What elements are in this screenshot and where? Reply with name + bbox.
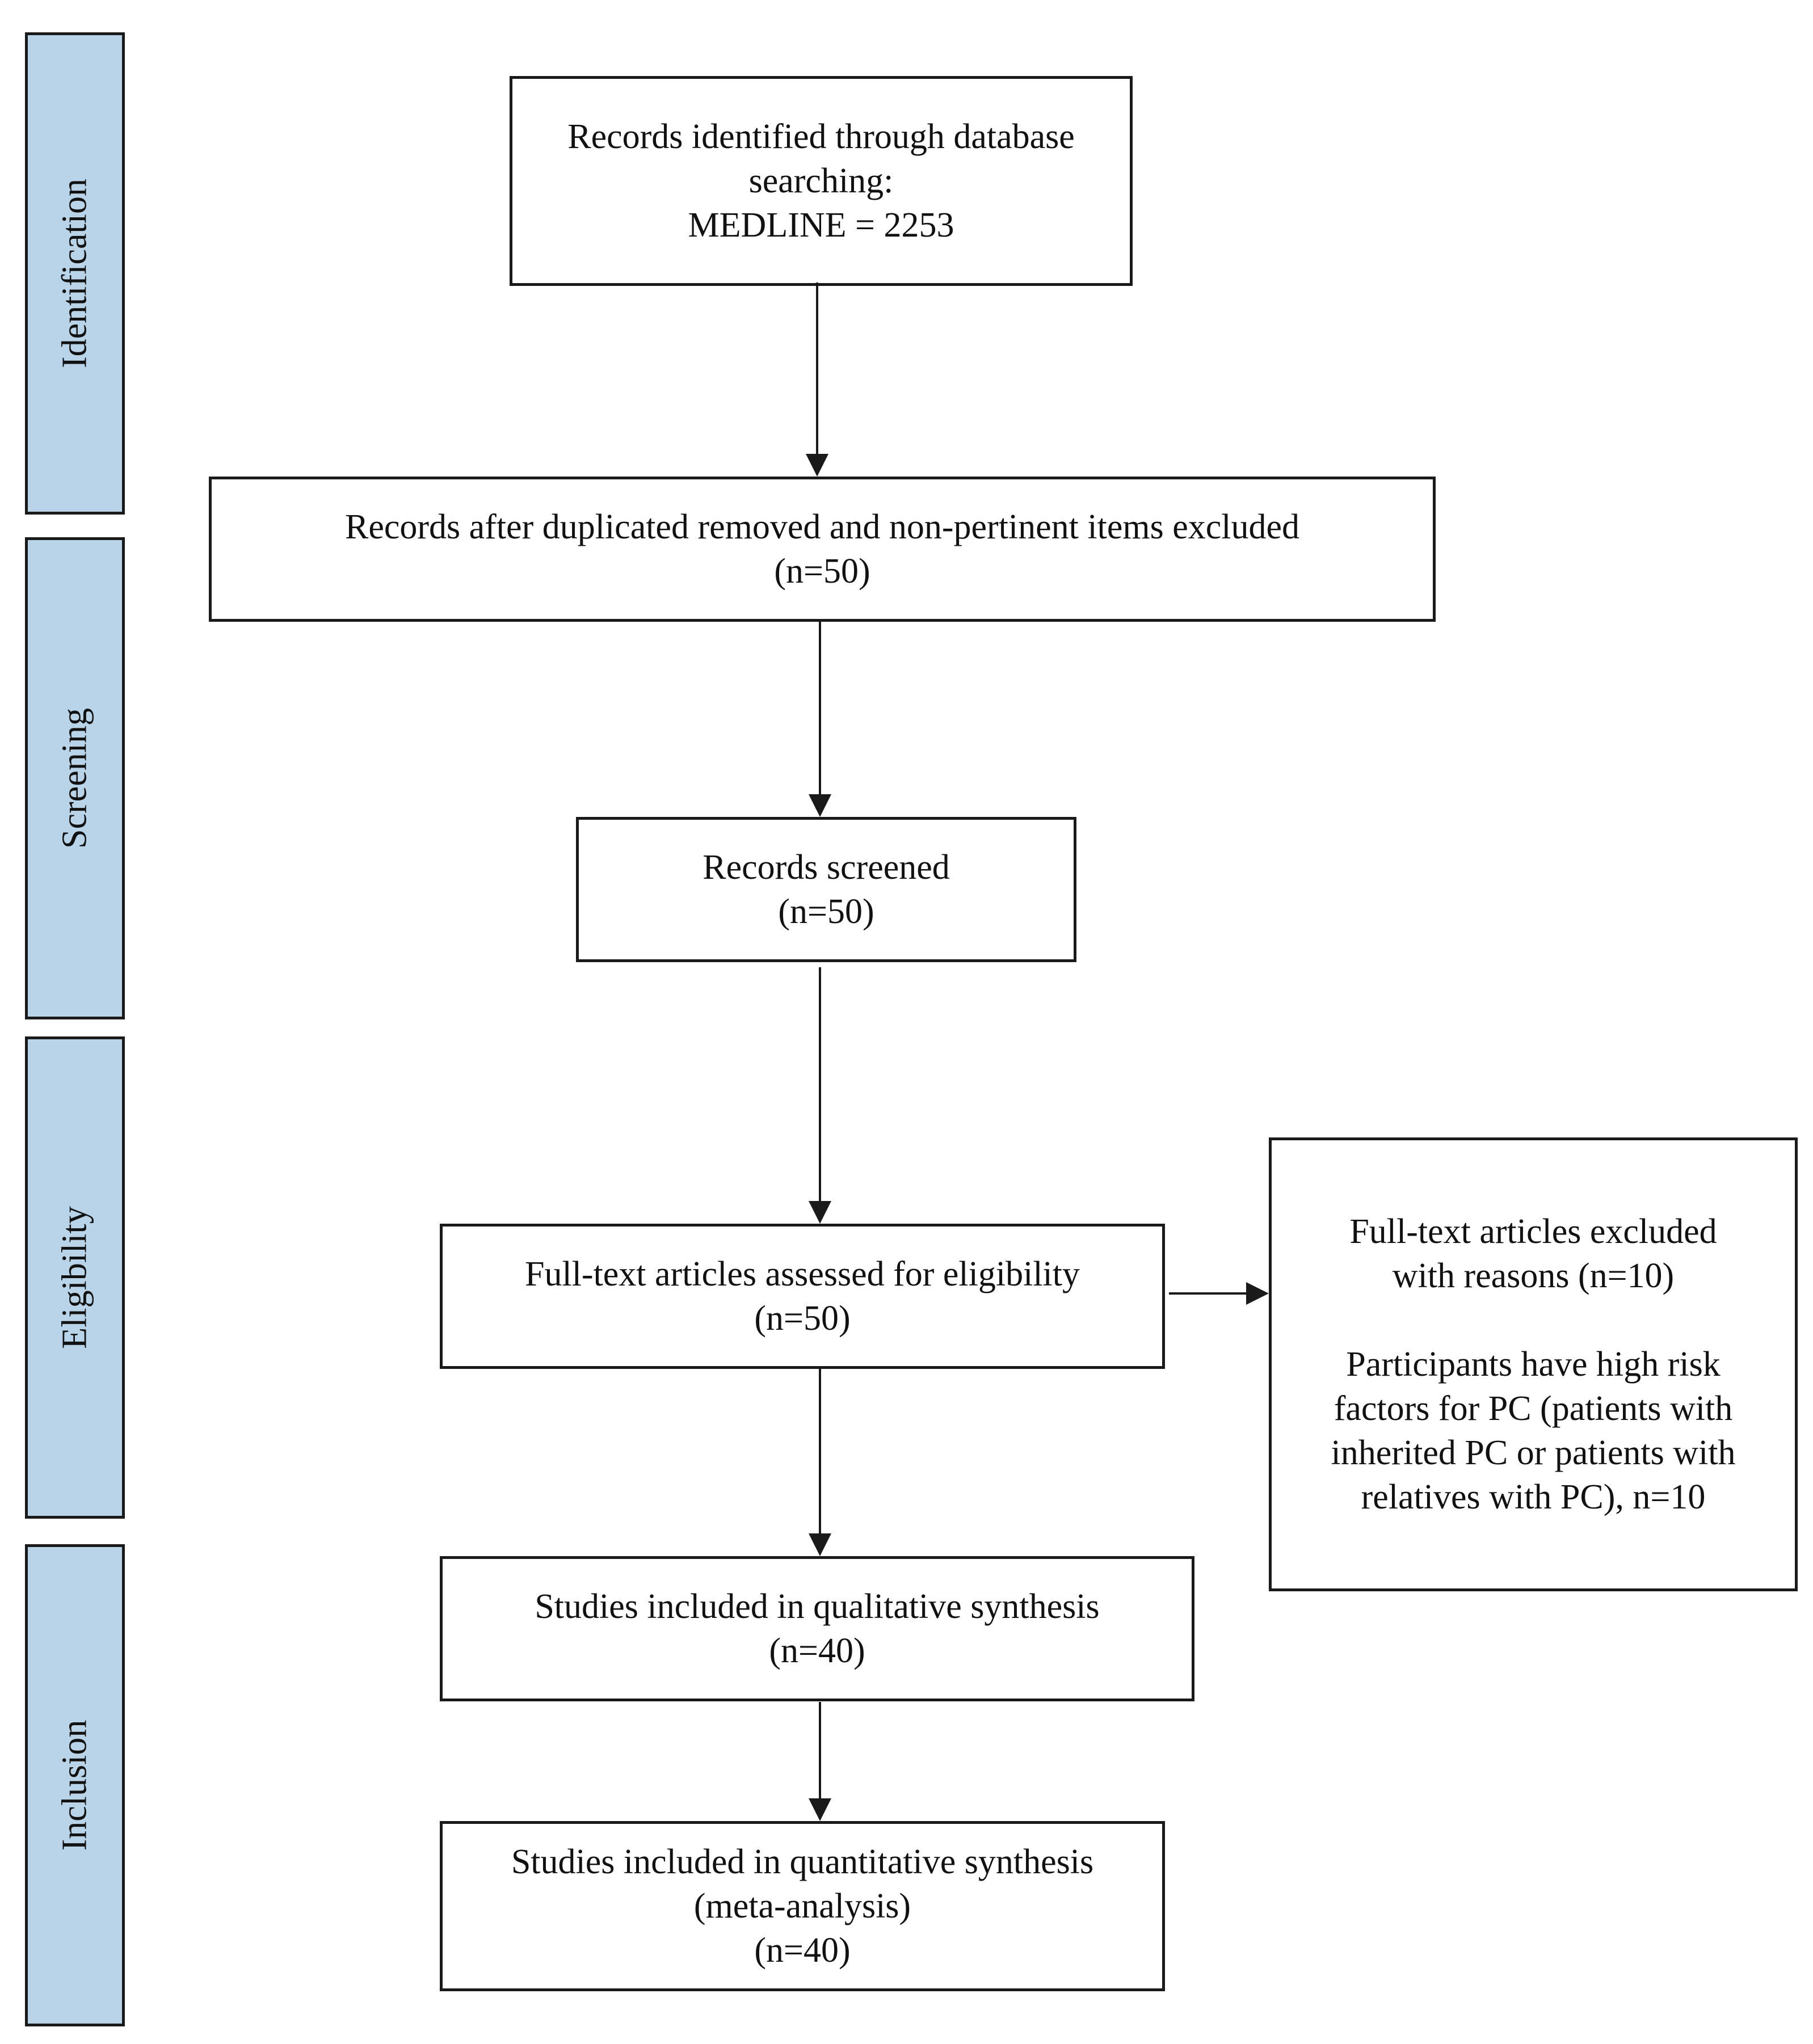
phase-identification: Identification [25,32,125,515]
arrowhead-qualitative-to-quantitative [809,1798,831,1821]
full-text-excluded-box: Full-text articles excluded with reasons… [1269,1137,1798,1591]
quantitative-synthesis-line-2: (meta-analysis) [693,1887,911,1925]
full-text-excluded-line-2: with reasons (n=10) [1392,1257,1675,1295]
phase-label-eligibility: Eligibility [55,1206,94,1349]
phase-screening: Screening [25,537,125,1019]
full-text-assessed-box: Full-text articles assessed for eligibil… [440,1224,1165,1369]
quantitative-synthesis-line-3: (n=40) [754,1931,851,1970]
quantitative-synthesis-box: Studies included in quantitative synthes… [440,1821,1165,1991]
arrowhead-full-text-to-excluded [1246,1282,1269,1305]
exclusion-reason-line-3: inherited PC or patients with [1331,1434,1736,1472]
phase-eligibility: Eligibility [25,1036,125,1519]
records-identified-line-3: MEDLINE = 2253 [688,206,954,245]
records-screened-line-1: Records screened [703,848,950,887]
phase-label-screening: Screening [55,708,94,849]
exclusion-reason-line-1: Participants have high risk [1346,1345,1721,1384]
arrowhead-screened-to-full-text [809,1201,831,1224]
exclusion-reason-line-4: relatives with PC), n=10 [1361,1478,1706,1516]
records-after-duplicates-line-1: Records after duplicated removed and non… [345,508,1299,546]
full-text-assessed-line-1: Full-text articles assessed for eligibil… [524,1255,1080,1293]
phase-inclusion: Inclusion [25,1544,125,2026]
records-identified-box: Records identified through database sear… [510,76,1133,286]
phase-label-inclusion: Inclusion [55,1720,94,1851]
qualitative-synthesis-box: Studies included in qualitative synthesi… [440,1556,1194,1701]
quantitative-synthesis-line-1: Studies included in quantitative synthes… [511,1843,1094,1881]
records-identified-line-1: Records identified through database [567,117,1075,156]
phase-label-identification: Identification [55,179,94,368]
arrowhead-full-text-to-qualitative [809,1533,831,1556]
full-text-excluded-line-1: Full-text articles excluded [1349,1212,1717,1251]
full-text-assessed-line-2: (n=50) [754,1299,851,1338]
arrowhead-deduplicated-to-screened [809,794,831,817]
exclusion-reason-line-2: factors for PC (patients with [1334,1389,1733,1428]
qualitative-synthesis-line-2: (n=40) [769,1632,865,1670]
qualitative-synthesis-line-1: Studies included in qualitative synthesi… [535,1587,1100,1626]
records-screened-line-2: (n=50) [778,892,874,931]
arrowhead-identified-to-deduplicated [806,454,828,477]
records-after-duplicates-box: Records after duplicated removed and non… [209,477,1436,622]
records-identified-line-2: searching: [748,162,894,200]
records-screened-box: Records screened (n=50) [576,817,1076,962]
records-after-duplicates-line-2: (n=50) [774,552,870,591]
